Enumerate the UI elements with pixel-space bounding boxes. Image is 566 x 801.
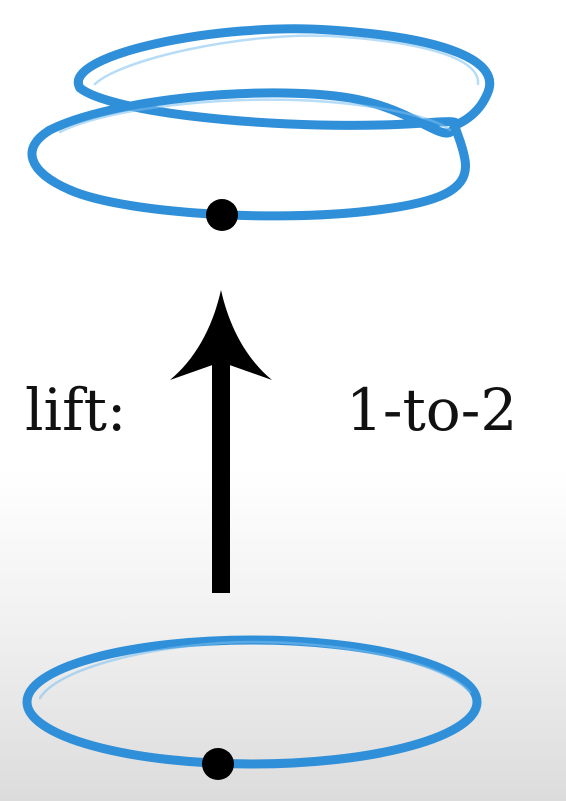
helix-upper-loop bbox=[73, 24, 495, 130]
lift-label: lift: bbox=[25, 376, 126, 444]
helix-middle-loop bbox=[27, 88, 460, 195]
helix-lower-loop bbox=[65, 120, 471, 221]
covering-degree-label: 1-to-2 bbox=[346, 376, 517, 444]
lifted-point bbox=[206, 199, 238, 231]
lift-arrow bbox=[170, 290, 272, 593]
base-point bbox=[202, 748, 234, 780]
base-ring bbox=[22, 635, 482, 769]
arrow-shaft bbox=[212, 345, 230, 593]
arrow-head bbox=[170, 290, 272, 380]
base-circle bbox=[22, 635, 482, 780]
double-cover-helix bbox=[27, 24, 495, 231]
